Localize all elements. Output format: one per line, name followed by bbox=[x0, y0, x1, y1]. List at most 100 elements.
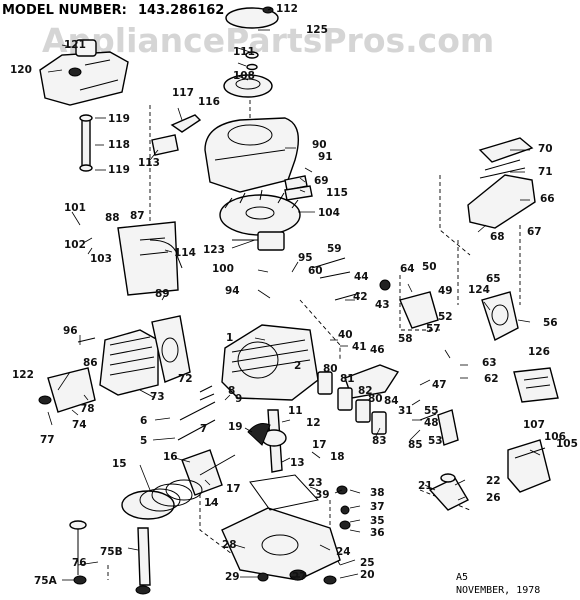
cylinder-block-part bbox=[221, 324, 319, 401]
callout-112: 112 bbox=[276, 3, 298, 15]
callout-28: 28 bbox=[222, 539, 237, 551]
callout-70: 70 bbox=[538, 143, 553, 155]
callout-82: 82 bbox=[358, 385, 373, 397]
callout-21: 21 bbox=[418, 480, 433, 492]
muffler-part bbox=[507, 439, 551, 493]
callout-80-upper: 80 bbox=[323, 363, 338, 375]
callout-20: 20 bbox=[360, 569, 375, 581]
callout-58: 58 bbox=[398, 333, 413, 345]
callout-60: 60 bbox=[308, 265, 323, 277]
callout-103: 103 bbox=[90, 253, 112, 265]
callout-114: 114 bbox=[174, 247, 196, 259]
callout-74: 74 bbox=[72, 419, 87, 431]
callout-76: 76 bbox=[72, 557, 87, 569]
page-code: A5 bbox=[456, 572, 468, 583]
callout-6: 6 bbox=[140, 415, 147, 427]
callout-121: 121 bbox=[64, 39, 86, 51]
callout-43: 43 bbox=[375, 299, 390, 311]
callout-35: 35 bbox=[370, 515, 385, 527]
callout-111: 111 bbox=[233, 46, 255, 58]
callout-52: 52 bbox=[438, 311, 453, 323]
shield-parts bbox=[284, 175, 313, 201]
callout-57: 57 bbox=[426, 323, 441, 335]
callout-42: 42 bbox=[353, 291, 368, 303]
starter-pulley-part bbox=[223, 74, 273, 98]
diagram-date: NOVEMBER, 1978 bbox=[456, 585, 540, 596]
callout-53: 53 bbox=[428, 435, 443, 447]
callout-91: 91 bbox=[318, 151, 333, 163]
callout-7: 7 bbox=[200, 423, 207, 435]
callout-115: 115 bbox=[326, 187, 348, 199]
callout-37: 37 bbox=[370, 501, 385, 513]
callout-125: 125 bbox=[306, 24, 328, 36]
callout-12: 12 bbox=[306, 417, 321, 429]
callout-63: 63 bbox=[482, 357, 497, 369]
callout-75a: 75A bbox=[34, 575, 58, 587]
callout-47: 47 bbox=[432, 379, 447, 391]
callout-59: 59 bbox=[327, 243, 342, 255]
callout-88: 88 bbox=[105, 212, 120, 224]
callout-85: 85 bbox=[408, 439, 423, 451]
callout-120: 120 bbox=[10, 64, 32, 76]
callout-119-top: 119 bbox=[108, 113, 130, 125]
callout-81: 81 bbox=[340, 373, 355, 385]
callout-108: 108 bbox=[233, 70, 255, 82]
air-vane-part bbox=[149, 239, 183, 269]
piston-rings-part bbox=[121, 479, 203, 520]
dipstick-part bbox=[69, 520, 87, 585]
air-cleaner-cover-part bbox=[39, 51, 129, 106]
watermark-text: AppliancePartsPros.com bbox=[42, 21, 494, 60]
callout-83: 83 bbox=[372, 435, 387, 447]
callout-8: 8 bbox=[228, 385, 235, 397]
callout-15: 15 bbox=[112, 458, 127, 470]
air-shroud-part bbox=[38, 367, 96, 413]
callout-119-bottom: 119 bbox=[108, 164, 130, 176]
starter-cup-part bbox=[225, 6, 279, 29]
spacer-tube-part bbox=[79, 114, 93, 172]
choke-link-part bbox=[170, 114, 202, 133]
callout-118: 118 bbox=[108, 139, 130, 151]
callout-100: 100 bbox=[212, 263, 234, 275]
callout-44: 44 bbox=[354, 271, 369, 283]
callout-48: 48 bbox=[424, 417, 439, 429]
callout-67: 67 bbox=[527, 226, 542, 238]
callout-18: 18 bbox=[330, 451, 345, 463]
callout-11: 11 bbox=[288, 405, 303, 417]
callout-71: 71 bbox=[538, 166, 553, 178]
callout-116: 116 bbox=[198, 96, 220, 108]
callout-labels: 112 125 121 111 120 108 117 116 119 118 … bbox=[10, 3, 578, 587]
callout-1: 1 bbox=[226, 332, 233, 344]
model-number-value: 143.286162 bbox=[138, 3, 224, 18]
breather-parts bbox=[317, 371, 387, 435]
callout-55: 55 bbox=[424, 405, 439, 417]
oil-sump-part bbox=[221, 507, 341, 581]
callout-25: 25 bbox=[360, 557, 375, 569]
callout-17-right: 17 bbox=[312, 439, 327, 451]
callout-27: 27 bbox=[292, 571, 307, 583]
callout-64: 64 bbox=[400, 263, 415, 275]
callout-87: 87 bbox=[130, 210, 145, 222]
callout-69: 69 bbox=[314, 175, 329, 187]
callout-22: 22 bbox=[486, 475, 501, 487]
callout-41: 41 bbox=[352, 341, 367, 353]
piston-connecting-rod-part bbox=[181, 449, 236, 496]
callout-68: 68 bbox=[490, 231, 505, 243]
callout-17-left: 17 bbox=[226, 483, 241, 495]
callout-24: 24 bbox=[336, 546, 351, 558]
callout-78: 78 bbox=[80, 403, 95, 415]
carburetor-part bbox=[399, 291, 519, 342]
callout-16: 16 bbox=[163, 451, 178, 463]
callout-124: 124 bbox=[468, 284, 490, 296]
callout-90: 90 bbox=[312, 139, 327, 151]
callout-96: 96 bbox=[63, 325, 78, 337]
callout-101: 101 bbox=[64, 202, 86, 214]
valve-parts bbox=[177, 385, 216, 441]
callout-2: 2 bbox=[294, 360, 301, 372]
dipstick-tube-part bbox=[135, 527, 151, 595]
ignition-module-part bbox=[232, 231, 285, 251]
blower-housing-part bbox=[204, 117, 299, 193]
callout-19: 19 bbox=[228, 421, 243, 433]
fastener-parts bbox=[257, 485, 351, 585]
cylinder-baffle-part bbox=[117, 221, 179, 296]
